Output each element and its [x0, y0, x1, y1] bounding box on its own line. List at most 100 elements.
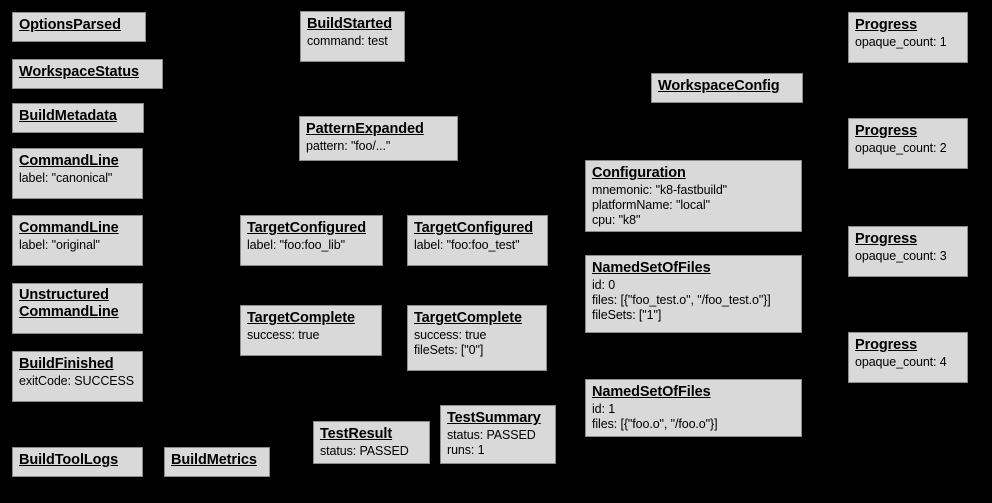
event-node-title: TargetConfigured [414, 219, 541, 237]
event-node-title: Progress [855, 122, 961, 140]
event-node-field: mnemonic: "k8-fastbuild" [592, 183, 728, 197]
event-node-title-line: Progress [855, 337, 918, 353]
event-node-fields: opaque_count: 3 [855, 249, 961, 264]
event-node-field: fileSets: ["0"] [414, 343, 484, 357]
event-node-title-line: BuildMetadata [19, 108, 117, 124]
event-node-title-line: TargetConfigured [247, 220, 366, 236]
event-node-target-complete-lib[interactable]: TargetComplete success: true [240, 305, 382, 356]
event-node-fields: exitCode: SUCCESS [19, 374, 136, 389]
event-node-title-line: BuildFinished [19, 356, 114, 372]
event-node-field: label: "foo:foo_lib" [247, 238, 345, 252]
event-node-title-line: CommandLine [19, 304, 119, 320]
event-node-field: status: PASSED [447, 428, 536, 442]
event-node-options-parsed[interactable]: OptionsParsed [12, 12, 146, 42]
event-node-field: command: test [307, 34, 388, 48]
event-node-fields: label: "canonical" [19, 171, 136, 186]
event-node-title: NamedSetOfFiles [592, 259, 795, 277]
event-node-title-line: BuildToolLogs [19, 452, 119, 468]
event-node-fields: opaque_count: 1 [855, 35, 961, 50]
event-node-field: opaque_count: 4 [855, 355, 947, 369]
event-node-field: opaque_count: 3 [855, 249, 947, 263]
event-node-target-configured-foo-test[interactable]: TargetConfigured label: "foo:foo_test" [407, 215, 548, 266]
event-node-title: OptionsParsed [19, 16, 139, 34]
event-node-title-line: TestSummary [447, 410, 541, 426]
event-node-fields: success: true [247, 328, 375, 343]
event-node-fields: label: "original" [19, 238, 136, 253]
event-node-field: success: true [414, 328, 487, 342]
event-node-title-line: WorkspaceStatus [19, 64, 139, 80]
event-node-fields: label: "foo:foo_lib" [247, 238, 376, 253]
event-node-workspace-config[interactable]: WorkspaceConfig [651, 73, 803, 103]
event-node-progress-4[interactable]: Progress opaque_count: 4 [848, 332, 968, 383]
event-node-title-line: Progress [855, 231, 918, 247]
event-node-title-line: NamedSetOfFiles [592, 260, 711, 276]
event-node-title-line: Configuration [592, 165, 686, 181]
event-node-build-metadata[interactable]: BuildMetadata [12, 103, 144, 133]
event-node-title-line: CommandLine [19, 220, 119, 236]
event-node-workspace-status[interactable]: WorkspaceStatus [12, 59, 163, 89]
event-node-field: label: "foo:foo_test" [414, 238, 520, 252]
event-node-title: Progress [855, 230, 961, 248]
event-node-fields: opaque_count: 2 [855, 141, 961, 156]
event-node-field: success: true [247, 328, 320, 342]
event-node-progress-3[interactable]: Progress opaque_count: 3 [848, 226, 968, 277]
event-node-title-line: TargetComplete [247, 310, 355, 326]
event-node-build-metrics[interactable]: BuildMetrics [164, 447, 270, 477]
event-node-title: TestSummary [447, 409, 549, 427]
event-node-field: fileSets: ["1"] [592, 308, 662, 322]
event-node-configuration[interactable]: Configuration mnemonic: "k8-fastbuild"pla… [585, 160, 802, 232]
event-node-field: opaque_count: 2 [855, 141, 947, 155]
event-node-title: WorkspaceConfig [658, 77, 796, 95]
event-node-title-line: Progress [855, 17, 918, 33]
event-node-build-tool-logs[interactable]: BuildToolLogs [12, 447, 143, 477]
event-node-title-line: WorkspaceConfig [658, 78, 780, 94]
event-node-field: files: [{"foo_test.o", "/foo_test.o"}] [592, 293, 771, 307]
event-node-fields: mnemonic: "k8-fastbuild"platformName: "l… [592, 183, 795, 228]
event-node-field: status: PASSED [320, 444, 409, 458]
event-node-fields: command: test [307, 34, 398, 49]
event-node-title-line: TargetConfigured [414, 220, 533, 236]
event-node-title: Progress [855, 336, 961, 354]
event-node-progress-2[interactable]: Progress opaque_count: 2 [848, 118, 968, 169]
event-node-field: label: "canonical" [19, 171, 113, 185]
event-node-title: WorkspaceStatus [19, 63, 156, 81]
event-node-target-configured-foo-lib[interactable]: TargetConfigured label: "foo:foo_lib" [240, 215, 383, 266]
event-node-field: opaque_count: 1 [855, 35, 947, 49]
event-node-field: files: [{"foo.o", "/foo.o"}] [592, 417, 718, 431]
event-node-field: id: 1 [592, 402, 616, 416]
event-node-command-line-original[interactable]: CommandLine label: "original" [12, 215, 143, 266]
event-node-title: CommandLine [19, 152, 136, 170]
event-node-title-line: Progress [855, 123, 918, 139]
event-node-title-line: OptionsParsed [19, 17, 121, 33]
event-node-fields: opaque_count: 4 [855, 355, 961, 370]
event-node-field: id: 0 [592, 278, 616, 292]
event-node-title-line: NamedSetOfFiles [592, 384, 711, 400]
event-node-fields: pattern: "foo/..." [306, 139, 451, 154]
event-node-progress-1[interactable]: Progress opaque_count: 1 [848, 12, 968, 63]
event-node-title: BuildMetadata [19, 107, 137, 125]
event-node-title: PatternExpanded [306, 120, 451, 138]
event-node-fields: label: "foo:foo_test" [414, 238, 541, 253]
event-node-title-line: TestResult [320, 426, 393, 442]
event-node-field: platformName: "local" [592, 198, 710, 212]
event-node-field: runs: 1 [447, 443, 485, 457]
event-node-test-result[interactable]: TestResult status: PASSED [313, 421, 430, 464]
event-node-build-finished[interactable]: BuildFinished exitCode: SUCCESS [12, 351, 143, 402]
event-node-field: label: "original" [19, 238, 100, 252]
event-node-field: cpu: "k8" [592, 213, 641, 227]
event-node-field: pattern: "foo/..." [306, 139, 391, 153]
event-node-title: NamedSetOfFiles [592, 383, 795, 401]
